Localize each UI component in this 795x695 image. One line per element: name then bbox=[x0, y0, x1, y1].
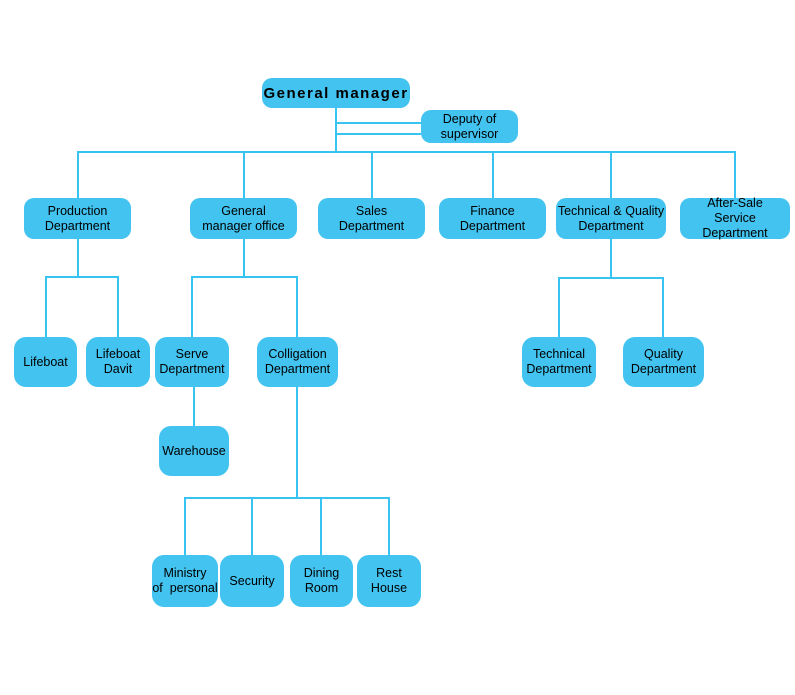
connector-drop-dining bbox=[320, 497, 322, 555]
connector-drop-sales bbox=[371, 151, 373, 198]
connector-drop-technical bbox=[558, 277, 560, 337]
node-lifeboat-davit: Lifeboat Davit bbox=[86, 337, 150, 387]
node-production-department: Production Department bbox=[24, 198, 131, 239]
connector-drop-serve bbox=[191, 276, 193, 337]
connector-drop-tech-quality bbox=[610, 151, 612, 198]
node-deputy-of-supervisor: Deputy of supervisor bbox=[421, 110, 518, 143]
connector-drop-after-sale bbox=[734, 151, 736, 198]
connector-drop-quality bbox=[662, 277, 664, 337]
node-sales-department: Sales Department bbox=[318, 198, 425, 239]
connector-drop-production bbox=[77, 151, 79, 198]
connector-gm-down bbox=[335, 107, 337, 153]
connector-drop-ministry bbox=[184, 497, 186, 555]
node-general-manager: General manager bbox=[262, 78, 410, 108]
connector-tech-quality-rail bbox=[558, 277, 664, 279]
connector-level2-rail bbox=[77, 151, 736, 153]
connector-tech-quality-down bbox=[610, 239, 612, 277]
node-serve-department: Serve Department bbox=[155, 337, 229, 387]
connector-deputy-top bbox=[335, 122, 421, 124]
connector-drop-finance bbox=[492, 151, 494, 198]
connector-drop-lifeboat-davit bbox=[117, 276, 119, 337]
node-lifeboat: Lifeboat bbox=[14, 337, 77, 387]
node-dining-room: Dining Room bbox=[290, 555, 353, 607]
connector-drop-security bbox=[251, 497, 253, 555]
node-finance-department: Finance Department bbox=[439, 198, 546, 239]
node-quality-department: Quality Department bbox=[623, 337, 704, 387]
node-rest-house: Rest House bbox=[357, 555, 421, 607]
connector-drop-lifeboat bbox=[45, 276, 47, 337]
node-security: Security bbox=[220, 555, 284, 607]
connector-production-down bbox=[77, 239, 79, 276]
connector-gm-office-down bbox=[243, 239, 245, 276]
node-technical-department: Technical Department bbox=[522, 337, 596, 387]
connector-drop-rest bbox=[388, 497, 390, 555]
node-colligation-department: Colligation Department bbox=[257, 337, 338, 387]
node-technical-quality-department: Technical & Quality Department bbox=[556, 198, 666, 239]
connector-drop-colligation bbox=[296, 276, 298, 337]
node-ministry-of-personal: Ministry of personal bbox=[152, 555, 218, 607]
connector-colligation-down bbox=[296, 387, 298, 497]
connector-drop-gm-office bbox=[243, 151, 245, 198]
connector-serve-warehouse bbox=[193, 387, 195, 426]
connector-production-rail bbox=[45, 276, 119, 278]
connector-deputy-bottom bbox=[335, 133, 421, 135]
connector-gm-office-rail bbox=[191, 276, 298, 278]
node-general-manager-office: General manager office bbox=[190, 198, 297, 239]
connector-colligation-rail bbox=[184, 497, 390, 499]
node-after-sale-service-department: After-Sale Service Department bbox=[680, 196, 790, 240]
node-warehouse: Warehouse bbox=[159, 426, 229, 476]
